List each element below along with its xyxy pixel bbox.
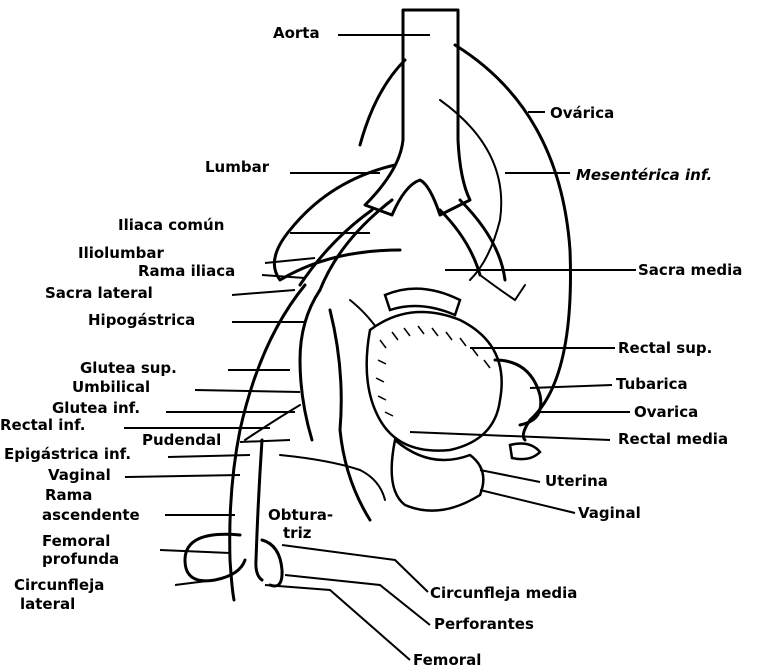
label-rectal-inf: Rectal inf.: [0, 416, 86, 434]
common-iliac-right: [440, 200, 505, 280]
label-perforantes: Perforantes: [434, 615, 534, 633]
leader-pudendal: [240, 440, 290, 442]
label-femoral: Femoral: [413, 651, 481, 669]
label-sacra-lateral: Sacra lateral: [45, 284, 153, 302]
aorta-vessel: [365, 10, 470, 215]
perforating-vessel: [262, 540, 282, 586]
label-ovarica-low: Ovarica: [634, 403, 698, 421]
leader-perforantes: [285, 575, 430, 625]
ovary-organ: [510, 444, 540, 460]
leader-iliolumbar: [265, 258, 315, 263]
label-circunfleja-lateral-1: Circunfleja: [14, 576, 104, 594]
lumbar-vessel: [360, 60, 405, 145]
vessel-drawing: [185, 10, 571, 600]
leader-femoral-profunda: [160, 550, 230, 553]
leader-tubarica: [530, 385, 612, 388]
iliolumbar-vessel: [274, 165, 400, 280]
label-obturatriz-1: Obtura-: [268, 506, 333, 524]
label-ovarica-top: Ovárica: [550, 104, 614, 122]
label-rama-ascendente-1: Rama: [45, 486, 92, 504]
obturator-vessel: [330, 310, 370, 520]
leader-sacra-lateral: [232, 290, 295, 295]
femoral-vessel: [256, 440, 262, 580]
label-sacra-media: Sacra media: [638, 261, 742, 279]
circumflex-loop: [185, 534, 245, 581]
label-femoral-profunda-2: profunda: [42, 550, 119, 568]
label-vaginal-right: Vaginal: [578, 504, 641, 522]
label-circunfleja-lateral-2: lateral: [20, 595, 75, 613]
label-lumbar: Lumbar: [205, 158, 270, 176]
label-epigastrica: Epigástrica inf.: [4, 445, 131, 463]
label-iliaca-comun: Iliaca común: [118, 216, 224, 234]
leader-uterina: [480, 470, 540, 482]
label-obturatriz-2: triz: [283, 524, 312, 542]
epigastric-vessel: [245, 405, 300, 440]
uterus-organ: [367, 312, 502, 451]
label-mesenterica: Mesentérica inf.: [576, 166, 712, 184]
label-glutea-sup: Glutea sup.: [80, 359, 177, 377]
common-iliac-left: [300, 200, 392, 290]
label-rectal-sup: Rectal sup.: [618, 339, 712, 357]
label-hipogastrica: Hipogástrica: [88, 311, 195, 329]
label-iliolumbar: Iliolumbar: [78, 244, 164, 262]
leader-circunfleja-lateral: [175, 580, 215, 585]
label-circunfleja-media: Circunfleja media: [430, 584, 577, 602]
sacral-branch: [480, 275, 525, 300]
leader-femoral: [265, 585, 410, 660]
label-vaginal-left: Vaginal: [48, 466, 111, 484]
leader-umbilical: [195, 390, 300, 392]
label-tubarica: Tubarica: [616, 375, 688, 393]
leader-vaginal-left: [125, 475, 240, 477]
label-pudendal: Pudendal: [142, 431, 221, 449]
label-umbilical: Umbilical: [72, 378, 150, 396]
label-rectal-media: Rectal media: [618, 430, 728, 448]
hypogastric-vessel: [300, 290, 320, 440]
label-rama-ascendente-2: ascendente: [42, 506, 140, 524]
label-uterina: Uterina: [545, 472, 608, 490]
label-femoral-profunda-1: Femoral: [42, 532, 110, 550]
leader-vaginal-right: [480, 490, 575, 513]
label-aorta: Aorta: [273, 24, 320, 42]
leader-epigastrica: [168, 455, 250, 457]
leader-circunfleja-media: [282, 545, 428, 592]
label-glutea-inf: Glutea inf.: [52, 399, 140, 417]
label-rama-iliaca: Rama iliaca: [138, 262, 235, 280]
vaginal-vessels: [280, 455, 385, 500]
